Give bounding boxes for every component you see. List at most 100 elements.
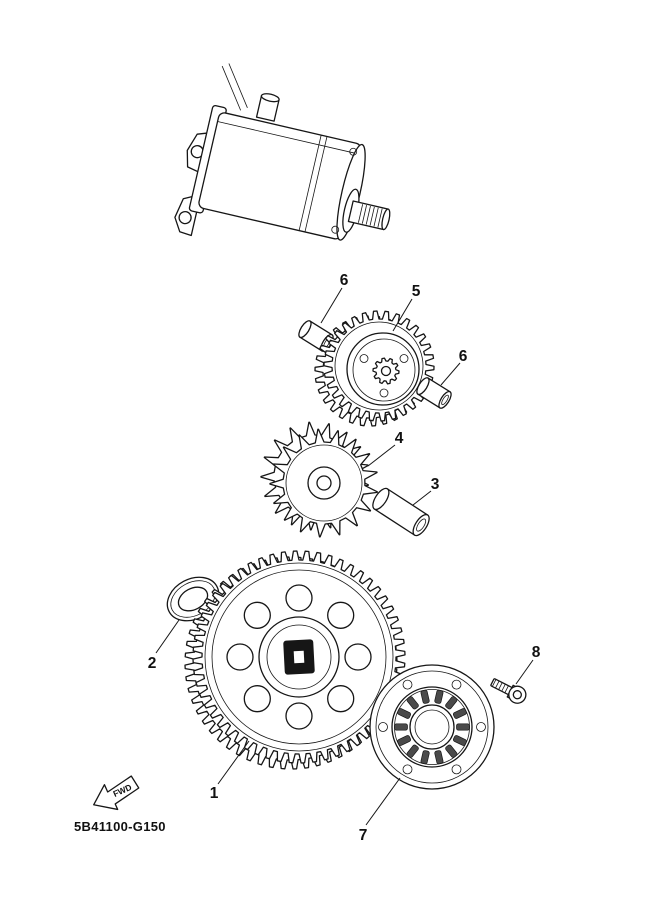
callout-8: 8 [532, 644, 541, 661]
callout-3: 3 [431, 476, 440, 493]
bushing-bore [441, 394, 449, 406]
callout-line-1 [217, 740, 250, 785]
gear4-center-hole [316, 475, 332, 491]
pinion-gear [260, 421, 378, 538]
gear1-hole [344, 643, 372, 671]
roller [397, 708, 412, 719]
starter-idle-gear [314, 310, 435, 427]
clutch-bolt-hole [402, 764, 413, 775]
gear1-hole [285, 584, 313, 612]
bolt-head [508, 685, 527, 704]
callout-line-7 [365, 777, 401, 826]
gear1-square-hole-center [293, 650, 305, 664]
clutch-opening [391, 686, 473, 768]
gear5-spline-hub [372, 357, 400, 385]
roller [420, 750, 430, 765]
bolt-thread [492, 679, 497, 687]
roller [452, 735, 467, 746]
roller [394, 723, 408, 731]
motor-bolt-head-2 [331, 225, 340, 234]
gear5-cup [346, 332, 420, 406]
callout-line-6-left [320, 287, 343, 324]
callout-numbers: 1 2 3 4 5 6 6 7 8 [148, 272, 541, 844]
motor-terminal-top [260, 93, 280, 103]
gear1-hole [243, 601, 271, 629]
starter-clutch-gear [184, 550, 406, 770]
gear5-center-hole [380, 365, 392, 377]
diagram-code: 5B41100-G150 [74, 819, 166, 834]
motor-cable [221, 65, 242, 111]
roller [434, 750, 444, 765]
motor-top-line [217, 121, 360, 155]
roller [445, 696, 458, 710]
callout-line-4 [367, 444, 396, 467]
callout-line-5 [392, 298, 413, 332]
gear1-hub-inner [266, 624, 332, 690]
collar-end [372, 487, 390, 511]
roller [406, 696, 419, 710]
callout-6-right: 6 [459, 348, 468, 365]
callout-line-6-right [440, 362, 461, 386]
callout-line-2 [155, 619, 180, 654]
roller [452, 708, 467, 719]
callout-lines [155, 287, 534, 826]
callout-1: 1 [210, 785, 219, 802]
shaft-spline [369, 206, 375, 226]
bracket-hole-lower [178, 210, 192, 225]
clutch-center-hole [409, 704, 455, 750]
gear1-rim-inner [211, 569, 387, 745]
clutch-flange-rim [375, 670, 489, 784]
roller [456, 723, 470, 731]
fwd-arrow-shape [93, 775, 140, 811]
clutch-bolt-hole [451, 679, 462, 690]
clutch-bolt-hole [402, 679, 413, 690]
collar-bore [416, 518, 427, 532]
bushing-end [416, 377, 430, 396]
gear1-rim-outer [204, 562, 394, 752]
shaft-spline [365, 205, 371, 225]
motor-bolt-head-1 [349, 147, 358, 156]
gear5-pin-2 [359, 354, 369, 363]
shaft-spline [361, 205, 367, 224]
one-way-clutch [369, 664, 495, 790]
clutch-bolt-hole [476, 722, 486, 732]
gear1-hole [327, 685, 355, 713]
callout-line-8 [515, 659, 534, 685]
callout-7: 7 [359, 827, 368, 844]
bolt-socket [512, 690, 522, 700]
callout-2: 2 [148, 655, 157, 672]
clutch-bolt-hole [378, 722, 388, 732]
gear5-pin-3 [399, 354, 409, 363]
collar [372, 487, 430, 537]
callout-line-3 [412, 490, 432, 506]
motor-seam-2 [304, 136, 328, 233]
callout-5: 5 [412, 283, 421, 300]
shaft-spline [373, 207, 379, 227]
bolt-thread [501, 683, 506, 692]
clutch-center-rim [414, 709, 450, 745]
roller [406, 744, 419, 758]
shaft-tip [381, 208, 391, 231]
roller [397, 735, 412, 746]
callout-6-left: 6 [340, 272, 349, 289]
starter-motor [174, 63, 391, 241]
gear1-hole [226, 643, 254, 671]
gear5-pin-1 [379, 388, 389, 398]
roller [445, 744, 458, 758]
bolt [490, 678, 527, 704]
motor-cable-2 [228, 63, 248, 108]
clutch-bolt-hole [451, 764, 462, 775]
bushing-right [416, 377, 452, 409]
bolt-thread [495, 680, 500, 689]
motor-seam-1 [298, 135, 322, 231]
callout-4: 4 [395, 430, 404, 447]
bolt-thread [498, 682, 503, 690]
gear1-hole [285, 702, 313, 730]
bolt-thread [504, 685, 509, 694]
gear5-cup-inner [352, 338, 416, 402]
shaft-spline [358, 204, 364, 223]
roller [420, 689, 430, 704]
gear4-hub [307, 466, 341, 500]
